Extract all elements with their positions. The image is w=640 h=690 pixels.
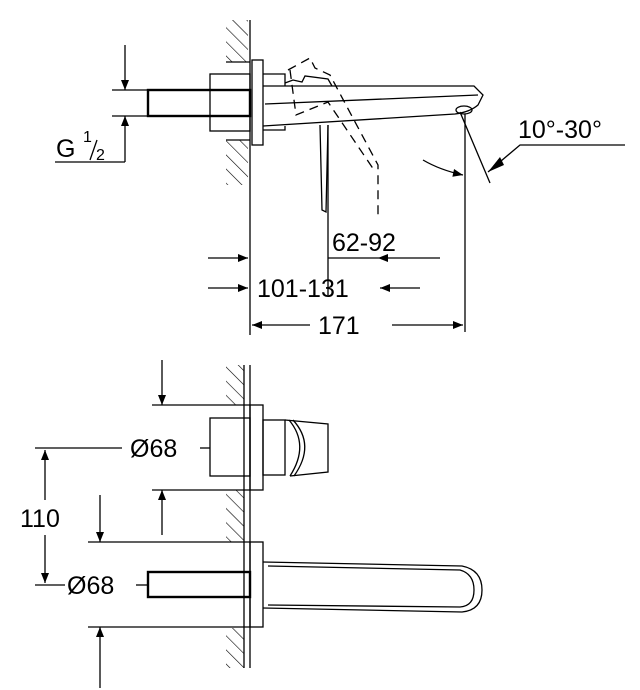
wall-section — [226, 20, 251, 335]
angle-dimension: 10°-30° — [422, 111, 625, 332]
lever-open-position — [287, 57, 379, 220]
lower-rosette-dimension: Ø68 — [35, 495, 250, 688]
front-view: Ø68 110 Ø68 — [20, 360, 483, 688]
lower-rosette-label: Ø68 — [67, 572, 114, 600]
thread-dimension: G 1 2 — [55, 45, 148, 164]
upper-rosette-label: Ø68 — [130, 435, 177, 463]
supply-pipe — [146, 59, 264, 146]
upper-rosette-dimension: Ø68 — [35, 360, 250, 535]
wall-depth-label: 101-131 — [257, 275, 349, 303]
wall-section-front — [226, 365, 251, 668]
lever-offset-label: 62-92 — [332, 229, 396, 257]
side-view: G 1 2 10°-30° 62-92 101-131 — [55, 20, 625, 340]
projection-dimension: 171 — [252, 312, 463, 340]
lever-offset-dimension: 62-92 — [327, 125, 440, 295]
thread-fraction-denominator: 2 — [96, 147, 105, 164]
mixer-handle — [209, 404, 329, 491]
spacing-label: 110 — [20, 505, 60, 533]
thread-label: G — [56, 135, 75, 163]
thread-fraction-numerator: 1 — [83, 129, 92, 146]
spacing-dimension: 110 — [20, 450, 60, 583]
spout-front — [146, 541, 483, 628]
wall-depth-dimension: 101-131 — [208, 254, 420, 303]
angle-label: 10°-30° — [518, 116, 602, 144]
projection-label: 171 — [318, 312, 360, 340]
lever — [284, 75, 333, 214]
spout — [262, 73, 484, 131]
